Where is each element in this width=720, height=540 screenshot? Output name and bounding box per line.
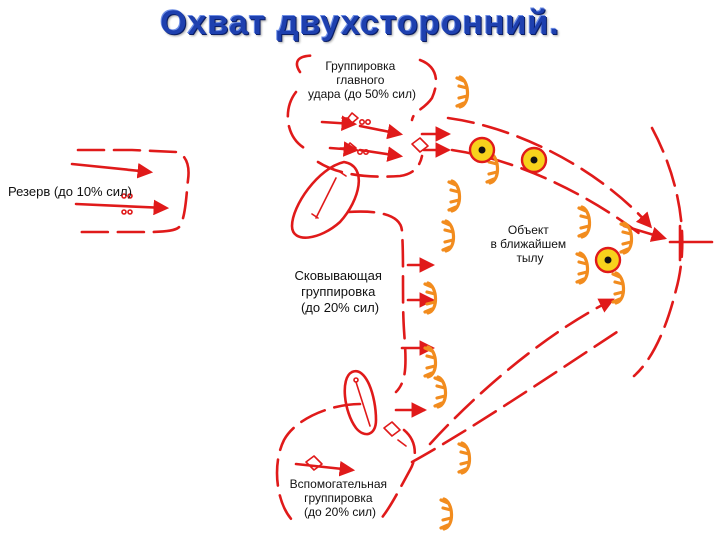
enemy-defense-icon — [575, 251, 590, 285]
target-icon — [594, 246, 622, 274]
objective-label: Объект в ближайшем тылу — [490, 223, 569, 265]
tank-symbol-icon — [339, 142, 370, 155]
enemy-defense-icon — [441, 219, 456, 253]
enemy-defense-icon — [423, 281, 438, 315]
enemy-defense-icon — [447, 179, 462, 213]
enemy-defense-icon — [455, 75, 470, 109]
main-group-label: Группировка главного удара (до 50% сил) — [308, 59, 416, 101]
main-group-area — [286, 54, 452, 178]
page-title: Охват двухсторонний. — [160, 4, 560, 42]
enemy-positions — [423, 75, 634, 531]
reserve-area — [70, 148, 190, 234]
pinning-group-label: Сковывающая группировка (до 20% сил) — [294, 268, 385, 315]
auxiliary-group-label: Вспомогательная группировка (до 20% сил) — [290, 477, 391, 519]
target-icon — [520, 146, 548, 174]
target-icon — [468, 136, 496, 164]
enemy-defense-icon — [577, 205, 592, 239]
second-echelon-unit — [290, 160, 361, 239]
enemy-defense-icon — [433, 375, 448, 409]
enemy-defense-icon — [439, 497, 454, 531]
enemy-defense-icon — [457, 441, 472, 475]
enemy-defense-icon — [611, 271, 626, 305]
enemy-defense-icon — [619, 221, 634, 255]
auxiliary-group-area — [275, 402, 417, 522]
reserve-label: Резерв (до 10% сил) — [8, 184, 132, 199]
envelopment-arrows — [410, 116, 714, 464]
enemy-defense-icon — [423, 345, 438, 379]
lower-unit — [343, 369, 378, 436]
